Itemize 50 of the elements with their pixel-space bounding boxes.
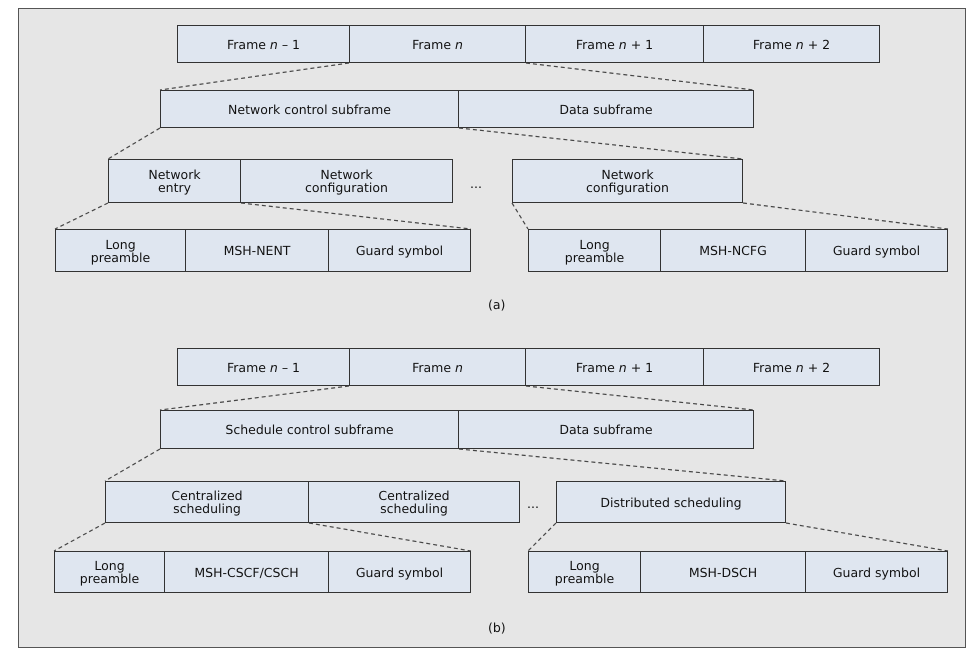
- frame-field: Network configuration: [240, 159, 453, 203]
- frame-field: Long preamble: [528, 229, 661, 272]
- frame-field: Network entry: [108, 159, 241, 203]
- frame-field: MSH-NENT: [185, 229, 329, 272]
- frame-field: Frame n + 1: [525, 348, 704, 386]
- dashed-connector: [526, 385, 754, 411]
- ellipsis: ...: [527, 496, 539, 511]
- dashed-connector: [104, 448, 160, 482]
- dashed-connector: [786, 522, 948, 552]
- frame-field: Frame n: [349, 348, 526, 386]
- frame-field: Frame n – 1: [177, 348, 350, 386]
- dashed-connector: [458, 127, 744, 160]
- frame-field: Network control subframe: [160, 90, 459, 128]
- frame-field: Frame n + 1: [525, 25, 704, 63]
- frame-field: Guard symbol: [328, 551, 471, 593]
- frame-field: Frame n + 2: [703, 25, 880, 63]
- frame-field: Network configuration: [512, 159, 743, 203]
- frame-field: Centralized scheduling: [105, 481, 309, 523]
- frame-field: Data subframe: [458, 410, 754, 449]
- dashed-connector: [160, 385, 350, 411]
- frame-field: Schedule control subframe: [160, 410, 459, 449]
- frame-field: Long preamble: [55, 229, 186, 272]
- frame-field: Frame n: [349, 25, 526, 63]
- figure-caption: (a): [488, 297, 506, 312]
- dashed-connector: [54, 202, 108, 230]
- dashed-connector: [160, 62, 350, 91]
- dashed-connector: [240, 202, 472, 230]
- frame-field: Guard symbol: [328, 229, 471, 272]
- figure-caption: (b): [488, 620, 506, 635]
- frame-field: MSH-DSCH: [640, 551, 806, 593]
- dashed-connector: [458, 448, 786, 482]
- dashed-connector: [528, 522, 556, 552]
- ellipsis: ...: [470, 176, 482, 191]
- frame-field: Long preamble: [528, 551, 641, 593]
- frame-field: MSH-CSCF/CSCH: [164, 551, 329, 593]
- dashed-connector: [308, 522, 472, 552]
- frame-field: Frame n + 2: [703, 348, 880, 386]
- dashed-connector: [54, 522, 106, 552]
- frame-field: Data subframe: [458, 90, 754, 128]
- frame-field: Long preamble: [54, 551, 165, 593]
- frame-field: Centralized scheduling: [308, 481, 520, 523]
- dashed-connector: [511, 202, 529, 230]
- dashed-connector: [108, 127, 160, 160]
- frame-field: Guard symbol: [805, 229, 948, 272]
- dashed-connector: [742, 202, 948, 230]
- frame-field: MSH-NCFG: [660, 229, 806, 272]
- dashed-connector: [526, 62, 754, 91]
- frame-field: Distributed scheduling: [556, 481, 786, 523]
- frame-field: Guard symbol: [805, 551, 948, 593]
- frame-field: Frame n – 1: [177, 25, 350, 63]
